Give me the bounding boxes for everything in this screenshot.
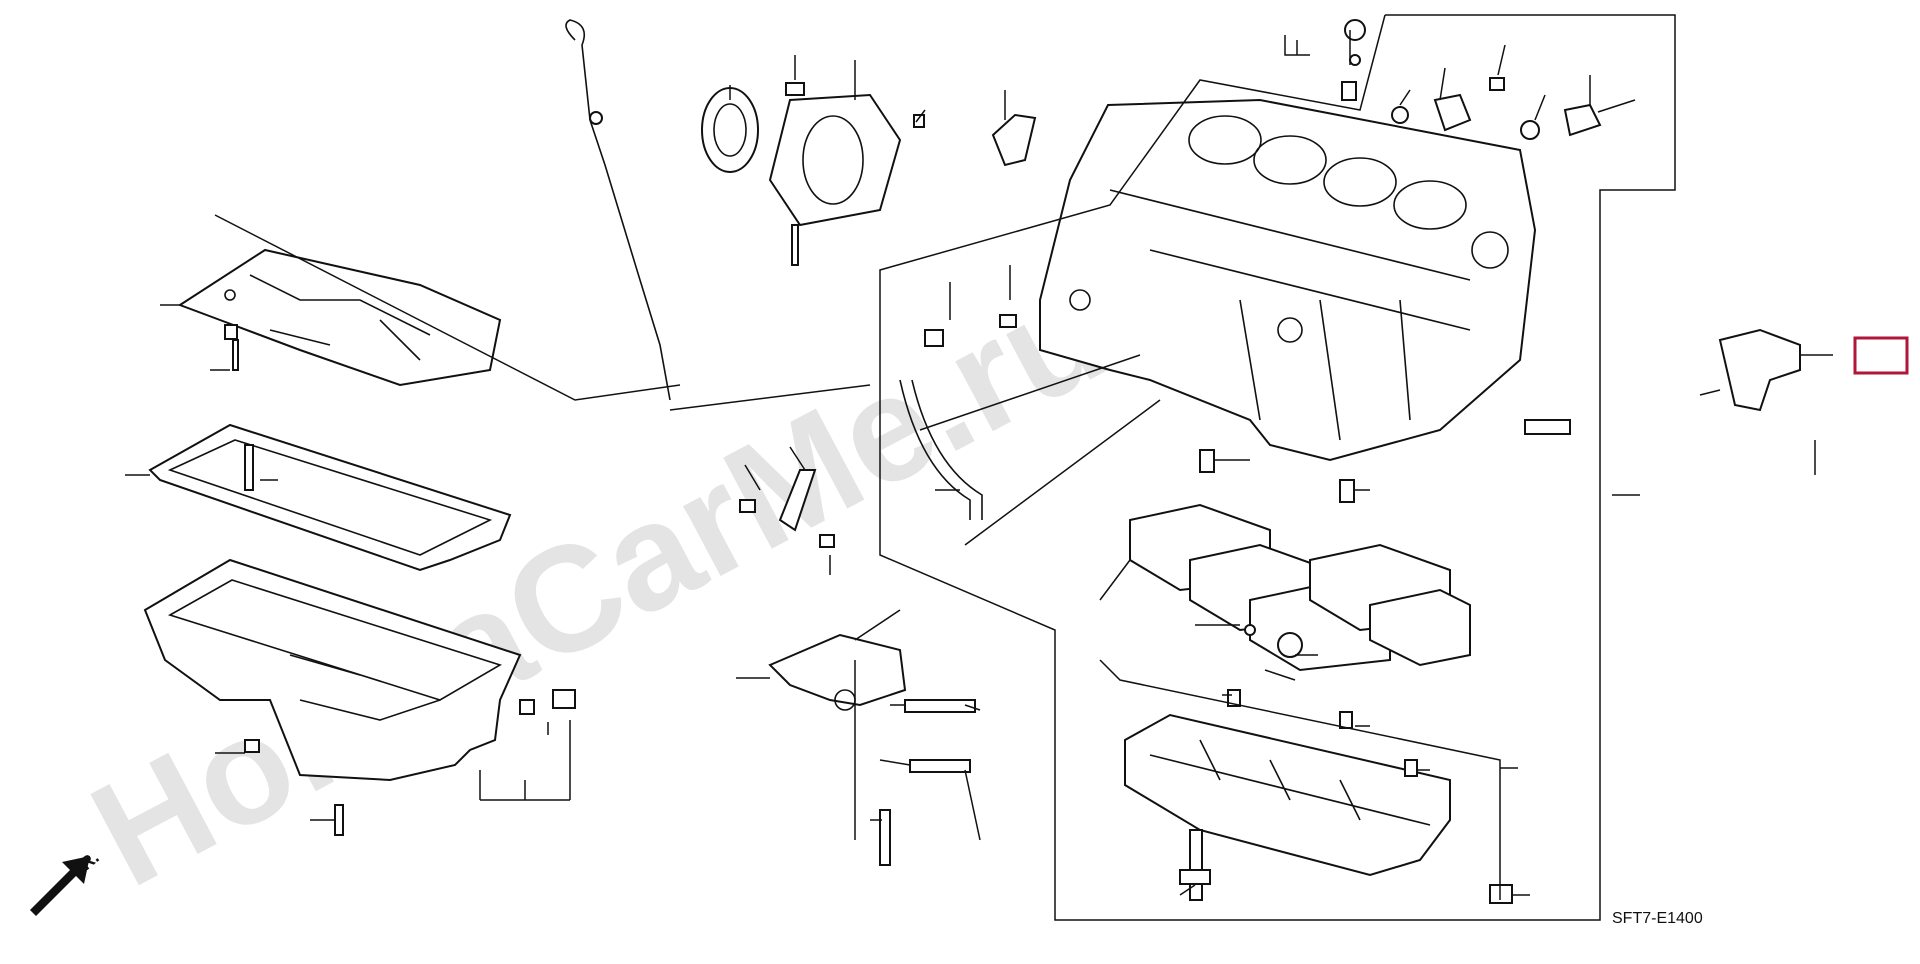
baffle-plate[interactable]	[177, 248, 502, 387]
front-arrow-icon: FR.	[30, 847, 103, 916]
knock-sensor[interactable]	[1563, 99, 1636, 137]
main-bearing-caps[interactable]	[1129, 503, 1471, 672]
oil-seal-case[interactable]	[768, 93, 902, 227]
bolts[interactable]	[224, 19, 1571, 904]
breather-pipe[interactable]	[778, 379, 983, 532]
assembly-outline	[479, 14, 1721, 921]
oil-pressure-switch[interactable]	[1433, 93, 1472, 132]
oil-seal[interactable]	[701, 87, 759, 173]
diagram-code: SFT7-E1400	[1612, 910, 1703, 927]
bracket-14[interactable]	[1718, 328, 1801, 412]
leader-lines	[125, 40, 1833, 896]
bearing-bridge[interactable]	[1124, 713, 1451, 877]
oil-pan-gasket[interactable]	[148, 423, 512, 572]
cylinder-block[interactable]	[1039, 98, 1537, 462]
dipstick[interactable]	[565, 19, 671, 401]
highlight-box-14	[1853, 336, 1909, 375]
oil-pan[interactable]	[143, 558, 522, 782]
bracket-5[interactable]	[991, 113, 1037, 167]
engine-mount-bracket[interactable]	[768, 633, 907, 711]
